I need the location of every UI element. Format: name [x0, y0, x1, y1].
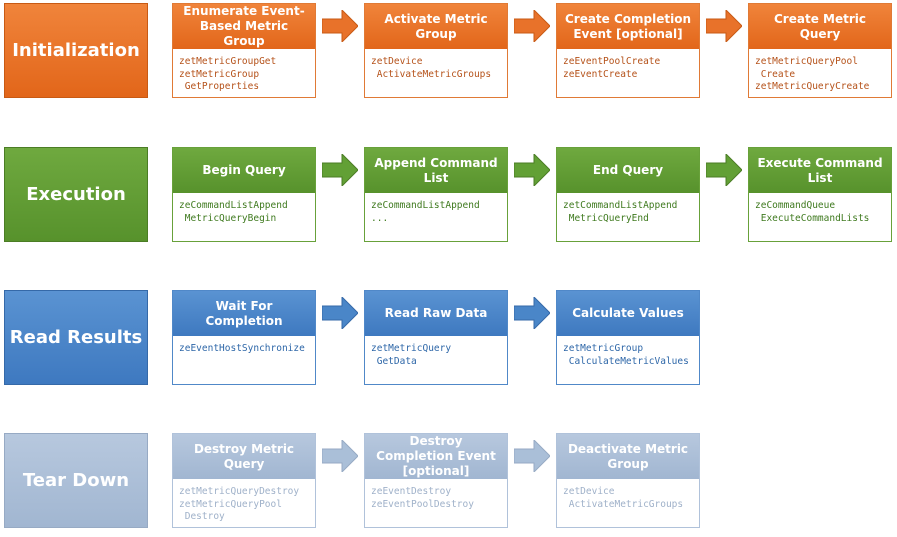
step-destroy-metric-query: Destroy Metric Query zetMetricQueryDestr…: [172, 433, 316, 528]
row-tear-down: Tear Down Destroy Metric Query zetMetric…: [0, 433, 897, 530]
step-enumerate-metric-group: Enumerate Event-Based Metric Group zetMe…: [172, 3, 316, 98]
step-title: Activate Metric Group: [365, 4, 507, 49]
step-begin-query: Begin Query zeCommandListAppend MetricQu…: [172, 147, 316, 242]
step-title: Wait For Completion: [173, 291, 315, 336]
arrow-right-icon: [322, 10, 358, 42]
step-api-calls: zetMetricQuery GetData: [371, 343, 452, 367]
step-create-metric-query: Create Metric Query zetMetricQueryPool C…: [748, 3, 892, 98]
step-execute-command-list: Execute Command List zeCommandQueue Exec…: [748, 147, 892, 242]
step-api-calls: zeCommandQueue ExecuteCommandLists: [755, 200, 870, 224]
step-title: Destroy Metric Query: [173, 434, 315, 479]
step-api-calls: zetMetricQueryPool Create zetMetricQuery…: [755, 56, 870, 92]
row-execution: Execution Begin Query zeCommandListAppen…: [0, 147, 897, 244]
step-title: Append Command List: [365, 148, 507, 193]
stage-tear-down: Tear Down: [4, 433, 148, 528]
step-title: Execute Command List: [749, 148, 891, 193]
stage-execution: Execution: [4, 147, 148, 242]
step-title: Enumerate Event-Based Metric Group: [173, 4, 315, 49]
step-api-calls: zeCommandListAppend MetricQueryBegin: [179, 200, 288, 224]
step-title: End Query: [557, 148, 699, 193]
step-activate-metric-group: Activate Metric Group zetDevice Activate…: [364, 3, 508, 98]
step-destroy-completion-event: Destroy Completion Event [optional] zeEv…: [364, 433, 508, 528]
step-title: Begin Query: [173, 148, 315, 193]
row-initialization: Initialization Enumerate Event-Based Met…: [0, 3, 897, 100]
step-api-calls: zetCommandListAppend MetricQueryEnd: [563, 200, 678, 224]
step-title: Create Completion Event [optional]: [557, 4, 699, 49]
step-title: Deactivate Metric Group: [557, 434, 699, 479]
arrow-right-icon: [706, 10, 742, 42]
arrow-right-icon: [514, 440, 550, 472]
step-title: Calculate Values: [557, 291, 699, 336]
arrow-right-icon: [322, 297, 358, 329]
step-end-query: End Query zetCommandListAppend MetricQue…: [556, 147, 700, 242]
arrow-right-icon: [322, 154, 358, 186]
row-read-results: Read Results Wait For Completion zeEvent…: [0, 290, 897, 387]
step-api-calls: zetDevice ActivateMetricGroups: [371, 56, 492, 80]
step-title: Create Metric Query: [749, 4, 891, 49]
arrow-right-icon: [706, 154, 742, 186]
step-api-calls: zeCommandListAppend ...: [371, 200, 480, 224]
step-title: Read Raw Data: [365, 291, 507, 336]
step-api-calls: zetDevice ActivateMetricGroups: [563, 486, 684, 510]
step-api-calls: zeEventDestroy zeEventPoolDestroy: [371, 486, 474, 510]
arrow-right-icon: [322, 440, 358, 472]
stage-initialization: Initialization: [4, 3, 148, 98]
step-api-calls: zetMetricGroupGet zetMetricGroup GetProp…: [179, 56, 277, 92]
arrow-right-icon: [514, 10, 550, 42]
stage-read-results: Read Results: [4, 290, 148, 385]
step-api-calls: zetMetricQueryDestroy zetMetricQueryPool…: [179, 486, 300, 522]
arrow-right-icon: [514, 297, 550, 329]
step-title: Destroy Completion Event [optional]: [365, 434, 507, 479]
step-calculate-values: Calculate Values zetMetricGroup Calculat…: [556, 290, 700, 385]
step-api-calls: zeEventHostSynchronize: [179, 343, 305, 354]
step-read-raw-data: Read Raw Data zetMetricQuery GetData: [364, 290, 508, 385]
step-wait-for-completion: Wait For Completion zeEventHostSynchroni…: [172, 290, 316, 385]
step-create-completion-event: Create Completion Event [optional] zeEve…: [556, 3, 700, 98]
step-api-calls: zeEventPoolCreate zeEventCreate: [563, 56, 661, 80]
step-append-command-list: Append Command List zeCommandListAppend …: [364, 147, 508, 242]
arrow-right-icon: [514, 154, 550, 186]
step-deactivate-metric-group: Deactivate Metric Group zetDevice Activa…: [556, 433, 700, 528]
step-api-calls: zetMetricGroup CalculateMetricValues: [563, 343, 689, 367]
